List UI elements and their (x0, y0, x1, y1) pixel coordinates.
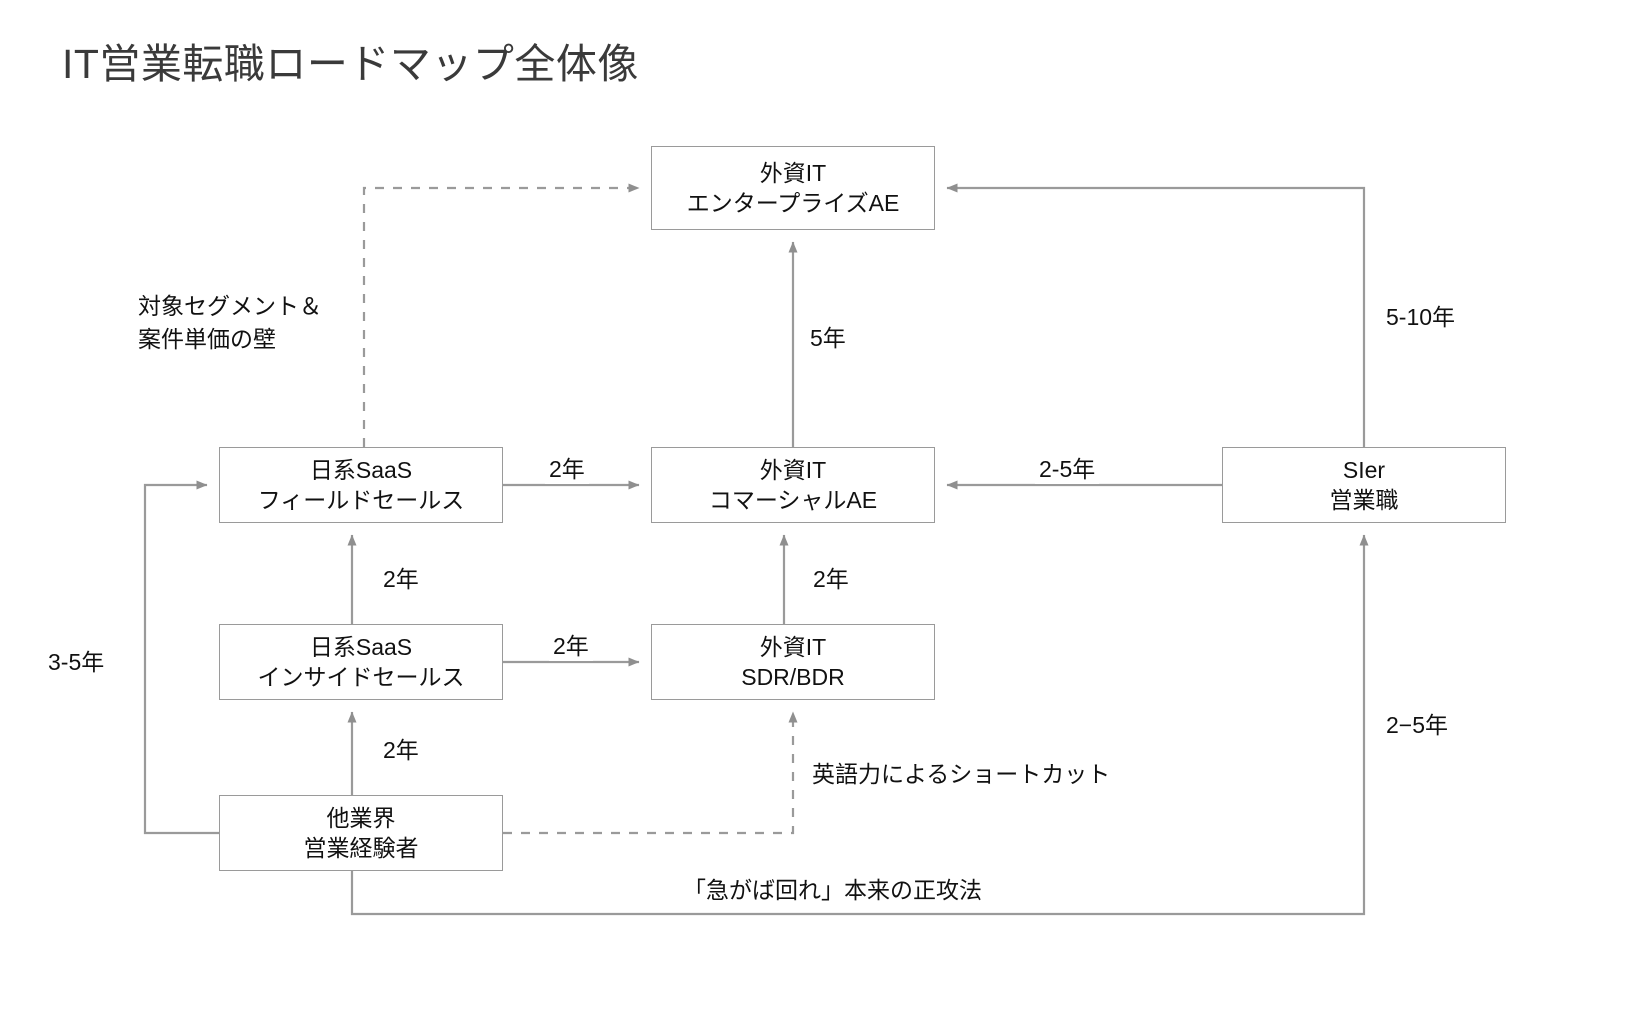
node-line1: SIer (1342, 456, 1386, 483)
edge-label-other-to-field: 3-5年 (44, 643, 109, 677)
node-sier-sales[interactable]: SIer 営業職 (1222, 447, 1506, 523)
node-line2: フィールドセールス (257, 487, 465, 513)
note-english-shortcut: 英語力によるショートカット (812, 761, 1111, 787)
node-line2: コマーシャルAE (708, 487, 878, 513)
node-line2: 営業経験者 (303, 835, 419, 861)
node-line2: エンタープライズAE (686, 190, 900, 216)
note-slow-is-fast: 「急がば回れ」本来の正攻法 (683, 877, 982, 903)
edge-other-to-sier (350, 534, 1369, 916)
node-line2: インサイドセールス (257, 664, 465, 690)
node-line1: 日系SaaS (309, 633, 413, 660)
node-line1: 外資IT (759, 456, 827, 483)
edge-label-inside-to-sdr: 2年 (549, 627, 593, 661)
node-nikkei-saas-inside-sales[interactable]: 日系SaaS インサイドセールス (219, 624, 503, 700)
edge-label-field-to-commercial: 2年 (545, 450, 589, 484)
node-line1: 日系SaaS (309, 456, 413, 483)
node-line1: 他業界 (326, 804, 396, 831)
node-nikkei-saas-field-sales[interactable]: 日系SaaS フィールドセールス (219, 447, 503, 523)
edge-other-to-field (143, 480, 219, 835)
node-gaishi-commercial-ae[interactable]: 外資IT コマーシャルAE (651, 447, 935, 523)
note-line1: 対象セグメント＆ (138, 293, 322, 319)
node-line2: SDR/BDR (741, 664, 845, 690)
node-gaishi-enterprise-ae[interactable]: 外資IT エンタープライズAE (651, 146, 935, 230)
note-segment-wall: 対象セグメント＆ 案件単価の壁 (138, 290, 322, 355)
edge-label-other-to-inside: 2年 (379, 731, 423, 765)
edge-label-commercial-to-enterprise: 5年 (806, 319, 850, 353)
edge-sier-to-enterprise (946, 183, 1366, 447)
edge-label-sier-to-enterprise: 5-10年 (1382, 298, 1460, 332)
edge-label-sier-to-commercial: 2-5年 (1035, 450, 1100, 484)
note-line2: 案件単価の壁 (138, 325, 276, 352)
edge-label-inside-to-field: 2年 (379, 560, 423, 594)
node-other-industry-sales[interactable]: 他業界 営業経験者 (219, 795, 503, 871)
node-line1: 外資IT (759, 633, 827, 660)
node-line1: 外資IT (759, 159, 827, 186)
edge-other-to-sdr-dashed (503, 711, 798, 835)
node-line2: 営業職 (1329, 487, 1399, 513)
node-gaishi-sdr-bdr[interactable]: 外資IT SDR/BDR (651, 624, 935, 700)
edge-field-to-enterprise-dashed (362, 183, 640, 447)
edge-label-other-to-sier: 2−5年 (1382, 706, 1453, 740)
page-title: IT営業転職ロードマップ全体像 (62, 41, 639, 87)
edge-label-sdr-to-commercial: 2年 (809, 560, 853, 594)
